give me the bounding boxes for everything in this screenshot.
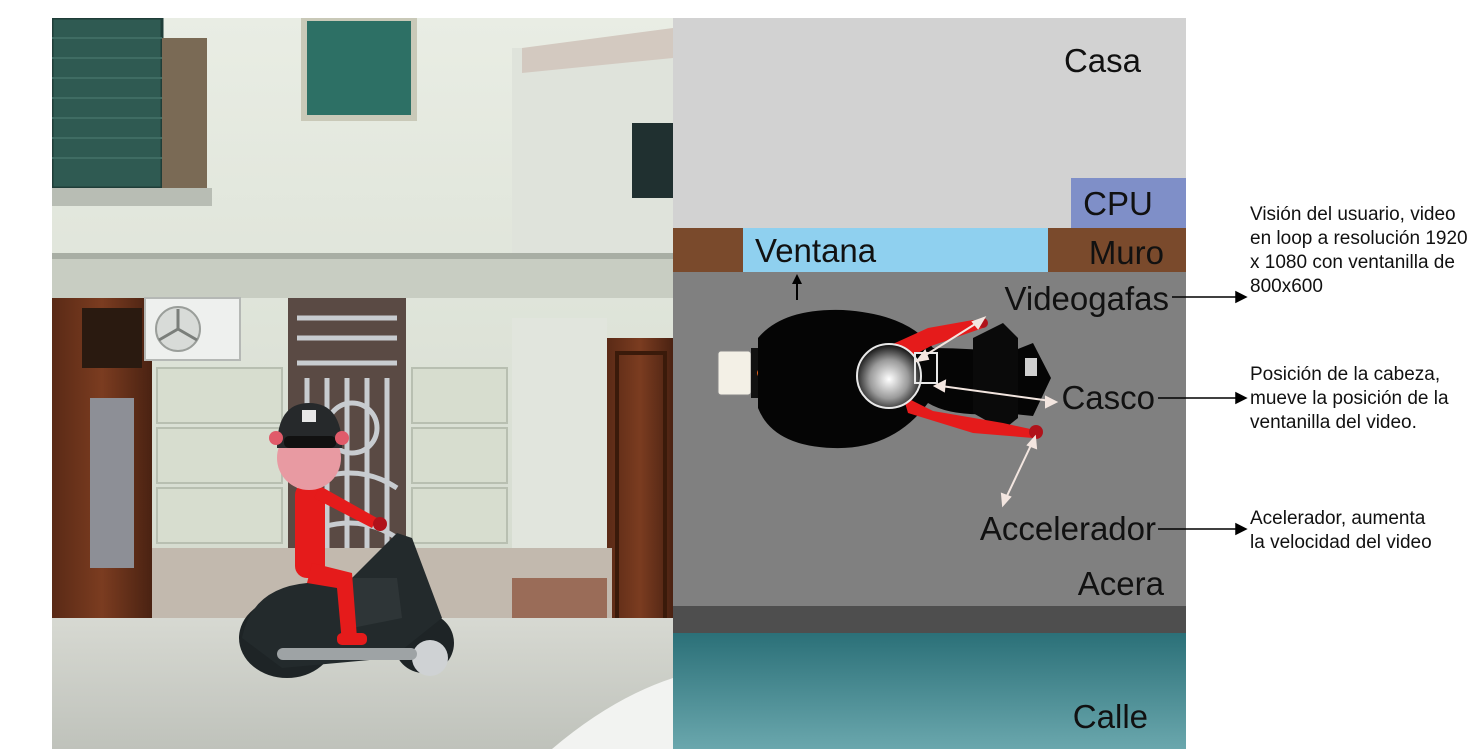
helmet-top-view <box>856 343 922 409</box>
muro-label: Muro <box>1089 234 1164 271</box>
cpu-label: CPU <box>1083 185 1153 222</box>
casa-label: Casa <box>1064 42 1142 79</box>
ventana-zone <box>743 228 1048 272</box>
note-casco: Posición de la cabeza, mueve la posición… <box>1250 364 1449 433</box>
acera-zone <box>673 272 1186 606</box>
videogafas-label: Videogafas <box>1004 280 1169 317</box>
calle-zone <box>673 633 1186 749</box>
casco-label: Casco <box>1061 379 1155 416</box>
note-videogafas: Visión del usuario, video en loop a reso… <box>1250 204 1468 297</box>
note-accelerador: Acelerador, aumenta la velocidad del vid… <box>1250 508 1432 553</box>
ventana-label: Ventana <box>755 232 877 269</box>
calle-label: Calle <box>1073 698 1148 735</box>
street-photo <box>52 18 673 749</box>
accelerador-label: Accelerador <box>980 510 1156 547</box>
curb-strip <box>673 606 1186 633</box>
cpu-box <box>1071 178 1186 228</box>
plan-diagram: Casa CPU Ventana Muro Videogafas Casco A… <box>673 18 1186 749</box>
acera-label: Acera <box>1078 565 1165 602</box>
